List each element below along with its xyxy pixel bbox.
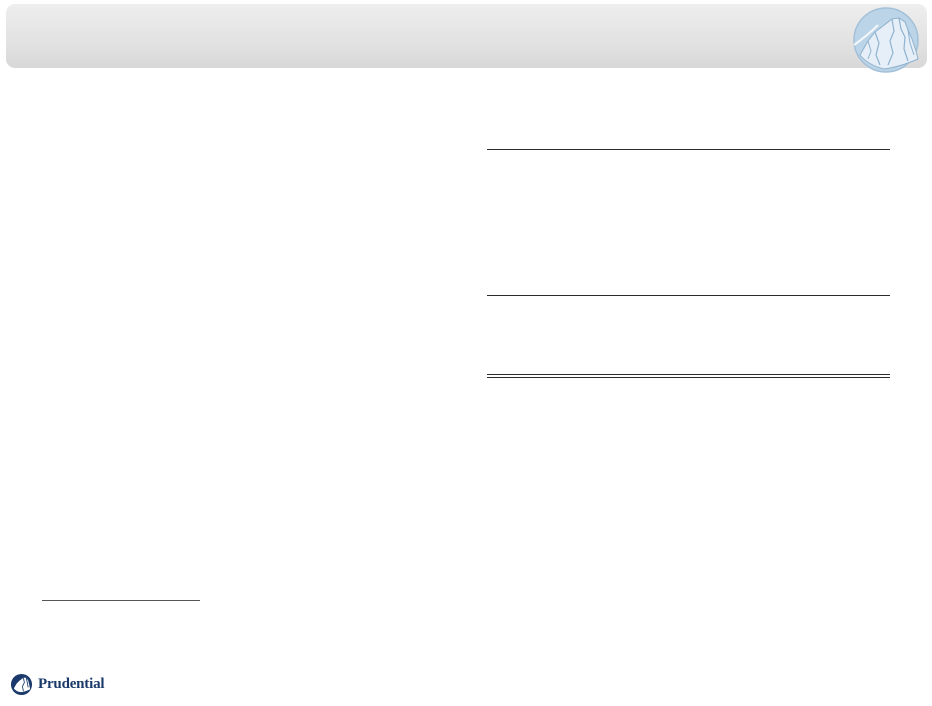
prudential-logo: Prudential [10, 672, 105, 696]
table-total-double-rule [487, 374, 890, 378]
brand-name: Prudential [38, 675, 105, 692]
slide-header-bar [6, 4, 927, 68]
table-subtotal-rule [487, 295, 890, 296]
rock-of-gibraltar-icon [10, 673, 33, 695]
rock-of-gibraltar-icon [853, 7, 919, 73]
table-top-rule [487, 149, 890, 150]
footnote-separator-rule [42, 600, 200, 601]
